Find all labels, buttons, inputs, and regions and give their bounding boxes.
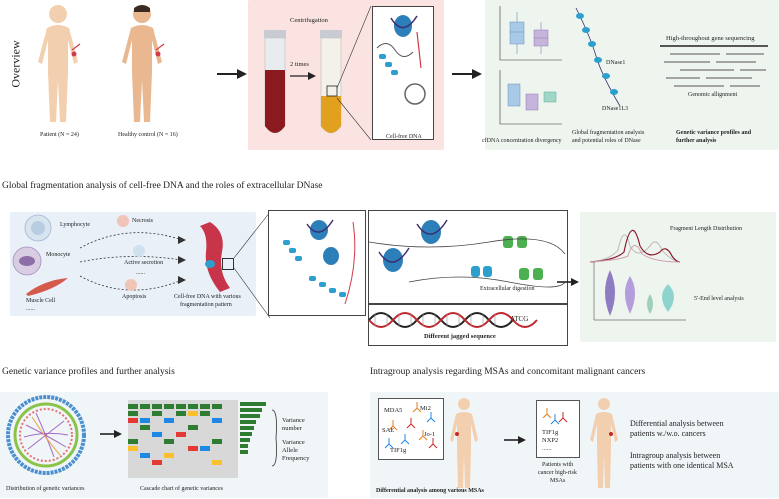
diff-label-2: patients w./w.o. cancers xyxy=(630,429,706,438)
overview-results-panel xyxy=(485,0,779,150)
healthy-control-label: Healthy control (N = 16) xyxy=(118,132,178,138)
vaf-label-2: Allele xyxy=(282,447,298,454)
cascade-heatmap xyxy=(128,400,266,478)
vn-label-1: Variance xyxy=(282,417,305,424)
lymphocyte-icon xyxy=(24,214,52,242)
plasma-tube-icon xyxy=(320,30,342,134)
tif1g-label: TIF1g xyxy=(390,447,407,454)
fragment-length-curves xyxy=(589,229,681,263)
dnase-chain-illustration xyxy=(575,7,621,107)
intra-label-2: patients with one identical MSA xyxy=(630,461,734,470)
arrow-icon xyxy=(504,436,526,444)
distribution-label: Distribution of genetic variances xyxy=(6,486,85,492)
arrow-icon xyxy=(100,430,122,438)
patient-figure xyxy=(590,398,618,488)
dnase1-label: DNase1 xyxy=(606,60,626,66)
arrow-icon xyxy=(290,72,316,80)
vessel-zoom-box xyxy=(222,258,234,270)
arrow-icon xyxy=(557,278,579,286)
cfdna-label: Cell-free DNA xyxy=(386,134,422,140)
jagged-sequence-box xyxy=(368,304,568,346)
nxp2-label: NXP2 xyxy=(542,437,559,444)
vessel-icon xyxy=(200,222,230,292)
necrosis-label: Necrosis xyxy=(132,218,153,224)
endlevel-label: 5'-End level analysis xyxy=(694,296,744,302)
vn-label-2: number xyxy=(282,425,302,432)
cfdna-fragments-illustration xyxy=(283,219,356,305)
pathway-arrows xyxy=(79,232,186,291)
active-secretion-label: Active secretion xyxy=(124,260,164,266)
cfdna-pattern-label: Cell-free DNA with various xyxy=(174,294,241,300)
vaf-label-3: Frequency xyxy=(282,455,310,462)
section3-title: Genetic variance profiles and further an… xyxy=(2,367,175,377)
patient-figure xyxy=(450,398,478,488)
cfdna-pattern-label-2: fragmentation pattern xyxy=(180,302,232,308)
violin-plot xyxy=(593,262,686,321)
diff-label-1: Differential analysis between xyxy=(630,419,724,428)
cascade-label: Cascade chart of genetic variances xyxy=(140,486,223,492)
global-title-label: Global fragmentation analysis xyxy=(572,130,645,136)
tif1g-label-2: TIF1g xyxy=(542,429,559,436)
intra-label-1: Intragroup analysis between xyxy=(630,451,721,460)
overview-label: Overview xyxy=(8,40,23,88)
monocyte-icon xyxy=(12,246,42,276)
necrosis-icon xyxy=(117,215,129,227)
digestion-illustration xyxy=(368,219,566,288)
concentration-label: cfDNA concentration divergency xyxy=(482,138,562,144)
times-label: 2 times xyxy=(290,61,309,68)
dna-helix-icon xyxy=(368,312,538,328)
mi2-label: Mi2 xyxy=(420,405,431,412)
section2-title: Global fragmentation analysis of cell-fr… xyxy=(2,181,323,191)
dots-label: ...... xyxy=(26,306,35,312)
high-risk-box xyxy=(536,400,580,458)
centrifugation-label: Centrifugation xyxy=(290,17,328,24)
monocyte-label: Monocyte xyxy=(46,252,71,258)
arrow-icon xyxy=(452,69,482,79)
fld-label: Fragment Length Distribution xyxy=(670,226,742,232)
brace-icon xyxy=(271,409,277,467)
vaf-label-1: Variance xyxy=(282,439,305,446)
patients-cancer-label-2: cancer high-risk xyxy=(538,470,577,476)
sae-label: SAE xyxy=(382,427,395,434)
dots-label: ...... xyxy=(136,270,145,276)
patients-cancer-label-1: Patients with xyxy=(542,462,574,468)
blood-tube-icon xyxy=(264,30,286,134)
atcg-label: ATCG xyxy=(510,315,529,323)
gv-title-label: Genetic variance profiles and xyxy=(676,130,752,136)
cfdna-illustration xyxy=(376,15,426,105)
extracellular-label: Extracellular digestion xyxy=(480,286,535,292)
circos-plot xyxy=(6,395,86,475)
lymphocyte-label: Lymphocyte xyxy=(60,222,90,228)
concentration-boxplots xyxy=(499,6,562,125)
zoom-lines xyxy=(233,211,271,319)
gv-subtitle-label: further analysis xyxy=(676,138,717,144)
msa-antibodies-illustration xyxy=(384,402,438,449)
alignment-label: Genomic allignment xyxy=(688,92,738,98)
msa-box xyxy=(378,398,444,460)
patient-label: Patient (N = 24) xyxy=(40,132,79,138)
dnase1l3-label: DNase1L3 xyxy=(602,106,628,112)
cfdna-detail-box xyxy=(268,210,366,316)
section4-title: Intragroup analysis regarding MSAs and c… xyxy=(370,367,646,377)
jagged-label: Different jagged sequence xyxy=(424,333,496,340)
zoom-lines xyxy=(336,5,372,141)
jo1-label: Jo-1 xyxy=(424,431,436,438)
patient-figure xyxy=(38,5,81,122)
among-label: Differential analysis among various MSAs xyxy=(376,488,484,494)
apoptosis-icon xyxy=(125,279,137,291)
dots-label: ...... xyxy=(542,445,552,452)
high-risk-antibodies xyxy=(542,408,568,425)
muscle-cell-icon xyxy=(26,278,68,296)
patients-cancer-label-3: MSAs xyxy=(550,478,566,484)
apoptosis-label: Apoptosis xyxy=(122,294,147,300)
muscle-cell-label: Muscle Cell xyxy=(26,298,56,304)
global-subtitle-label: and potential roles of DNase xyxy=(572,138,641,144)
mda5-label: MDA5 xyxy=(384,407,403,414)
hts-label: High-throughout gene sequencing xyxy=(666,35,755,42)
sequencing-reads xyxy=(660,45,768,87)
secretion-icon xyxy=(133,245,145,257)
healthy-control-figure xyxy=(122,5,165,122)
fragment-analysis-panel xyxy=(580,212,776,342)
arrow-icon xyxy=(217,69,247,79)
